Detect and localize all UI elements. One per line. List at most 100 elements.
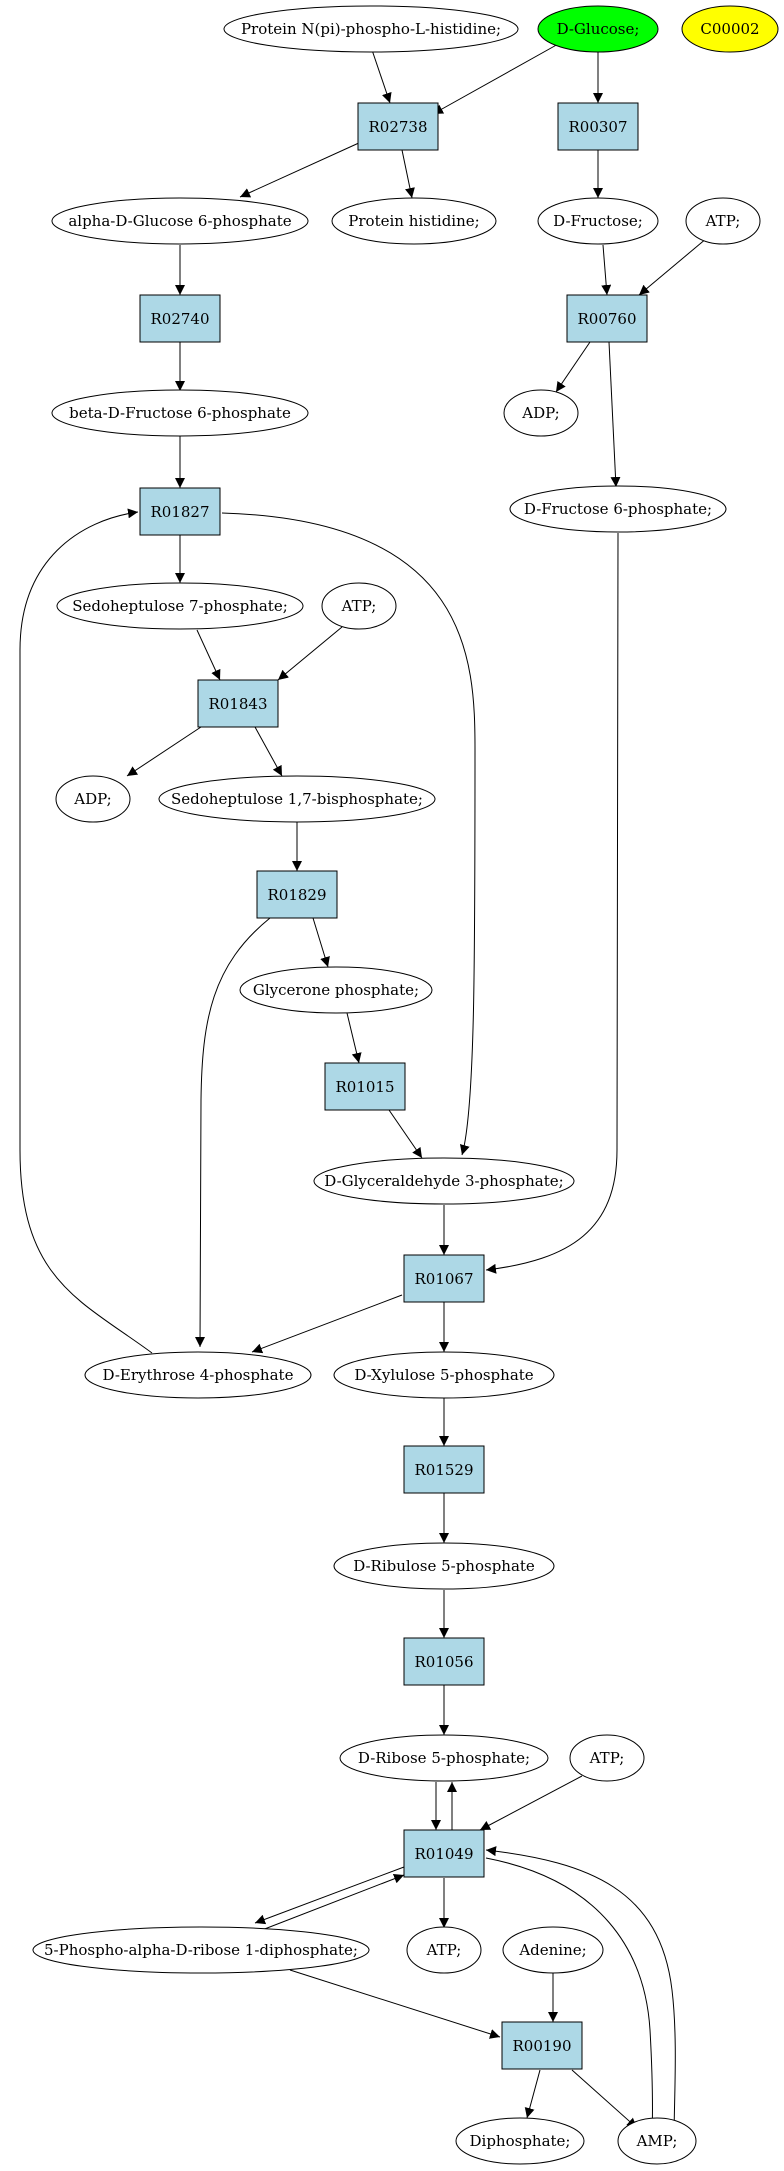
compound-glycerone-phosphate[interactable]: Glycerone phosphate; (239, 966, 433, 1014)
compound-atp-2[interactable]: ATP; (321, 582, 397, 630)
reaction-label: R01843 (208, 695, 267, 713)
edge (388, 1109, 423, 1159)
compound-label: alpha-D-Glucose 6-phosphate (68, 212, 291, 230)
compound-amp[interactable]: AMP; (617, 2117, 697, 2165)
edge (196, 629, 221, 681)
edge (261, 1873, 405, 1931)
reaction-r01015[interactable]: R01015 (324, 1062, 406, 1111)
reaction-label: R01015 (335, 1078, 394, 1096)
edge (289, 1969, 501, 2039)
compound-label: D-Xylulose 5-phosphate (354, 1366, 533, 1384)
edge (479, 1775, 583, 1831)
edge (555, 341, 591, 393)
compound-label: D-Fructose 6-phosphate; (524, 500, 712, 518)
compound-d-fructose-6-phosphate[interactable]: D-Fructose 6-phosphate; (509, 485, 727, 533)
compound-d-glyceraldehyde-3-phosphate[interactable]: D-Glyceraldehyde 3-phosphate; (313, 1157, 575, 1205)
reaction-r01829[interactable]: R01829 (256, 870, 338, 919)
compound-label: Sedoheptulose 7-phosphate; (72, 597, 288, 615)
compound-prpp[interactable]: 5-Phospho-alpha-D-ribose 1-diphosphate; (32, 1926, 370, 1974)
compound-diphosphate[interactable]: Diphosphate; (455, 2117, 585, 2165)
compound-d-xylulose-5-phosphate[interactable]: D-Xylulose 5-phosphate (333, 1351, 555, 1399)
edge (524, 2069, 541, 2119)
compound-label: ATP; (426, 1941, 462, 1959)
edge (638, 237, 708, 296)
reaction-r00760[interactable]: R00760 (566, 294, 648, 343)
compound-label: ADP; (521, 404, 559, 422)
reaction-r00307[interactable]: R00307 (557, 102, 639, 151)
compound-c00002[interactable]: C00002 (681, 5, 779, 53)
reaction-label: R01529 (414, 1461, 473, 1479)
compound-adp-2[interactable]: ADP; (55, 775, 131, 823)
reaction-nodes: R02738 R00307 R02740 R00760 R01827 R0184… (139, 102, 648, 2070)
compound-label: Glycerone phosphate; (253, 981, 419, 999)
compound-adenine[interactable]: Adenine; (502, 1926, 604, 1974)
compound-label: D-Glyceraldehyde 3-phosphate; (324, 1172, 563, 1190)
compound-label: D-Ribulose 5-phosphate (353, 1557, 535, 1575)
reaction-label: R02740 (150, 310, 209, 328)
compound-label: D-Glucose; (557, 20, 640, 38)
edge (608, 341, 621, 488)
edge (346, 1012, 362, 1064)
compound-sedoheptulose-17-bisphosphate[interactable]: Sedoheptulose 1,7-bisphosphate; (158, 775, 436, 823)
compound-d-ribose-5-phosphate[interactable]: D-Ribose 5-phosphate; (339, 1734, 549, 1782)
compound-protein-histidine[interactable]: Protein histidine; (331, 197, 497, 245)
reaction-r01067[interactable]: R01067 (403, 1254, 485, 1303)
compound-adp-1[interactable]: ADP; (503, 389, 579, 437)
compound-label: Protein N(pi)-phospho-L-histidine; (241, 20, 501, 38)
edge (195, 917, 271, 1348)
reaction-r00190[interactable]: R00190 (501, 2021, 583, 2070)
edges (19, 42, 708, 2141)
compound-label: D-Ribose 5-phosphate; (358, 1749, 530, 1767)
edge (126, 726, 202, 777)
edge (401, 149, 415, 199)
edge (239, 141, 362, 198)
reaction-r01529[interactable]: R01529 (403, 1445, 485, 1494)
reaction-label: R00760 (577, 310, 636, 328)
edge (312, 917, 330, 968)
compound-label: D-Fructose; (553, 212, 643, 230)
compound-d-fructose[interactable]: D-Fructose; (537, 197, 659, 245)
reaction-r01827[interactable]: R01827 (139, 487, 221, 536)
edge (571, 2069, 638, 2129)
edge (485, 532, 619, 1274)
compound-label: beta-D-Fructose 6-phosphate (69, 404, 291, 422)
reaction-label: R01049 (414, 1845, 473, 1863)
edge (432, 42, 561, 115)
compound-label: ATP; (705, 212, 741, 230)
compound-alpha-d-glucose-6-phosphate[interactable]: alpha-D-Glucose 6-phosphate (51, 197, 309, 245)
reaction-label: R01067 (414, 1270, 473, 1288)
edge (370, 46, 392, 104)
compound-protein-n-phospho-histidine[interactable]: Protein N(pi)-phospho-L-histidine; (223, 5, 519, 53)
reaction-label: R01056 (414, 1653, 473, 1671)
reaction-label: R01827 (150, 503, 209, 521)
compound-label: Sedoheptulose 1,7-bisphosphate; (171, 790, 423, 808)
reaction-label: R02738 (368, 118, 427, 136)
reaction-r01049[interactable]: R01049 (403, 1829, 485, 1878)
compound-label: C00002 (700, 20, 759, 38)
compound-label: AMP; (636, 2132, 678, 2150)
compound-label: D-Erythrose 4-phosphate (103, 1366, 294, 1384)
compound-label: Diphosphate; (470, 2132, 571, 2150)
reaction-r01056[interactable]: R01056 (403, 1637, 485, 1686)
compound-beta-d-fructose-6-phosphate[interactable]: beta-D-Fructose 6-phosphate (51, 389, 309, 437)
edge (19, 508, 153, 1354)
compound-atp-4[interactable]: ATP; (406, 1926, 482, 1974)
edge (485, 1857, 658, 2141)
compound-atp-3[interactable]: ATP; (569, 1734, 645, 1782)
compound-d-erythrose-4-phosphate[interactable]: D-Erythrose 4-phosphate (84, 1351, 312, 1399)
edge (254, 726, 283, 777)
reaction-r01843[interactable]: R01843 (197, 679, 279, 728)
compound-atp-1[interactable]: ATP; (685, 197, 761, 245)
compound-label: ATP; (589, 1749, 625, 1767)
edge (251, 1294, 403, 1354)
reaction-r02738[interactable]: R02738 (357, 102, 439, 151)
edge (485, 1846, 676, 2141)
compound-sedoheptulose-7-phosphate[interactable]: Sedoheptulose 7-phosphate; (56, 582, 304, 630)
compound-d-ribulose-5-phosphate[interactable]: D-Ribulose 5-phosphate (333, 1542, 555, 1590)
reaction-r02740[interactable]: R02740 (139, 294, 221, 343)
compound-label: ADP; (73, 790, 111, 808)
compound-label: Adenine; (518, 1941, 586, 1959)
compound-d-glucose[interactable]: D-Glucose; (537, 5, 659, 53)
compound-label: Protein histidine; (348, 212, 479, 230)
